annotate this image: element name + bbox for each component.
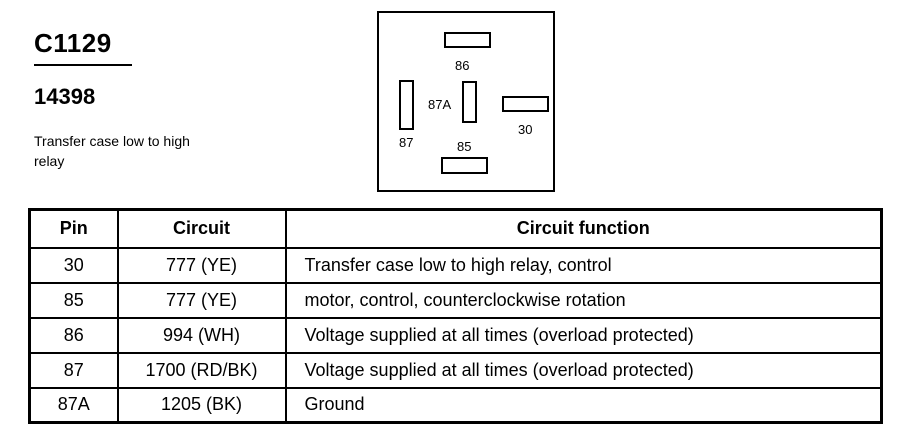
connector-id: C1129 <box>34 28 112 58</box>
cell-pin: 87 <box>28 351 119 389</box>
part-number: 14398 <box>34 84 96 109</box>
cell-function: Transfer case low to high relay, control <box>284 246 883 284</box>
terminal-86 <box>444 32 491 48</box>
pin-label-87: 87 <box>399 135 413 150</box>
pin-circuit-table: Pin Circuit Circuit function 30 777 (YE)… <box>28 208 883 424</box>
table-header-row: Pin Circuit Circuit function <box>28 208 883 249</box>
cell-pin: 30 <box>28 246 119 284</box>
table-row: 85 777 (YE) motor, control, counterclock… <box>28 281 883 319</box>
cell-circuit: 1205 (BK) <box>116 386 287 424</box>
cell-function: Voltage supplied at all times (overload … <box>284 351 883 389</box>
table-row: 30 777 (YE) Transfer case low to high re… <box>28 246 883 284</box>
cell-circuit: 777 (YE) <box>116 281 287 319</box>
connector-description: Transfer case low to high relay <box>34 133 190 169</box>
cell-function: motor, control, counterclockwise rotatio… <box>284 281 883 319</box>
connector-pin-diagram: 86 87A 30 87 85 <box>377 11 555 192</box>
header-circuit: Circuit <box>116 208 287 249</box>
connector-id-underline <box>34 64 132 66</box>
table-row: 86 994 (WH) Voltage supplied at all time… <box>28 316 883 354</box>
terminal-87 <box>399 80 414 130</box>
cell-function: Ground <box>284 386 883 424</box>
cell-pin: 86 <box>28 316 119 354</box>
table-row: 87 1700 (RD/BK) Voltage supplied at all … <box>28 351 883 389</box>
terminal-30 <box>502 96 549 112</box>
cell-pin: 87A <box>28 386 119 424</box>
pin-label-87a: 87A <box>428 97 451 112</box>
terminal-85 <box>441 157 488 174</box>
terminal-87a <box>462 81 477 123</box>
header-pin: Pin <box>28 208 119 249</box>
cell-function: Voltage supplied at all times (overload … <box>284 316 883 354</box>
header-circuit-function: Circuit function <box>284 208 883 249</box>
cell-circuit: 994 (WH) <box>116 316 287 354</box>
pin-label-30: 30 <box>518 122 532 137</box>
cell-pin: 85 <box>28 281 119 319</box>
cell-circuit: 777 (YE) <box>116 246 287 284</box>
pin-label-86: 86 <box>455 58 469 73</box>
table-row: 87A 1205 (BK) Ground <box>28 386 883 424</box>
pin-label-85: 85 <box>457 139 471 154</box>
cell-circuit: 1700 (RD/BK) <box>116 351 287 389</box>
